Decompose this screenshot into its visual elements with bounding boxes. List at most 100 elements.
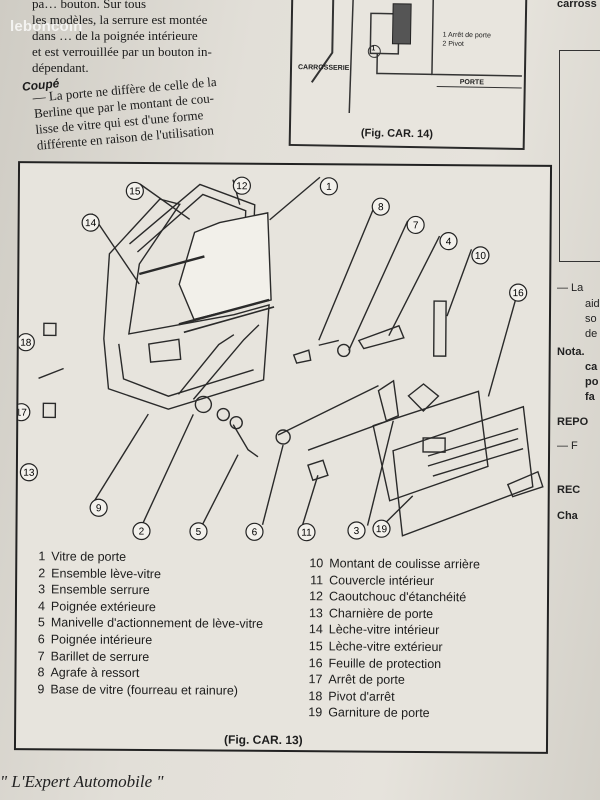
text-line: dans … de la poignée intérieure — [32, 28, 198, 43]
callout-16: 16 — [509, 283, 528, 302]
inner-cover — [307, 459, 329, 482]
fig14-callout: 1 — [371, 45, 376, 53]
callout-6: 6 — [245, 522, 264, 541]
watermark-logo: leboncoin — [10, 18, 83, 35]
fig14-label-door: PORTE — [459, 78, 484, 87]
callout-circle — [245, 522, 264, 541]
callout-number: 14 — [85, 218, 97, 229]
callout-number: 12 — [236, 181, 248, 192]
callout-15: 15 — [125, 181, 144, 201]
callout-9: 9 — [89, 498, 108, 517]
exterior-handle — [357, 324, 405, 350]
fig14-legend: 1 Arrêt de porte 2 Pivot — [442, 31, 491, 50]
callout-2: 2 — [132, 521, 151, 541]
callout-18: 18 — [17, 333, 35, 352]
text-fragment: de — [585, 328, 598, 340]
callout-number: 2 — [139, 526, 145, 537]
callout-circle — [232, 176, 251, 195]
lock-assembly — [377, 379, 400, 422]
callout-14: 14 — [81, 213, 100, 232]
callout-number: 15 — [129, 186, 141, 197]
text-fragment: — F — [557, 440, 578, 452]
callout-circle — [471, 246, 490, 265]
text-line: et est verrouillée par un bouton in- — [32, 44, 212, 59]
callout-number: 4 — [446, 237, 452, 248]
callout-circle — [406, 215, 425, 235]
text-fragment: fa — [585, 391, 595, 403]
text-fragment: carross — [557, 0, 597, 10]
text-fragment: REC — [557, 484, 581, 496]
callout-circle — [509, 283, 528, 302]
figure-car-14: CARROSSERIE PORTE 1 1 Arrêt de porte 2 P… — [288, 0, 528, 151]
text-fragment: po — [585, 376, 599, 388]
callout-3: 3 — [347, 521, 366, 540]
callout-1: 1 — [319, 177, 338, 196]
callout-number: 9 — [96, 503, 102, 514]
callout-circle — [132, 521, 151, 541]
text-fragment: aid — [585, 298, 600, 310]
cut-figure — [559, 50, 600, 262]
text-fragment: REPO — [557, 416, 589, 428]
callout-circle — [89, 498, 108, 517]
callout-19: 19 — [372, 519, 391, 538]
callout-number: 6 — [252, 527, 258, 538]
legend-item: 2 Pivot — [442, 40, 464, 48]
callout-12: 12 — [232, 176, 251, 195]
callout-10: 10 — [471, 246, 490, 265]
callout-8: 8 — [371, 197, 390, 216]
callout-number: 13 — [23, 468, 35, 479]
callout-11: 11 — [297, 523, 316, 542]
text-fragment: — La — [557, 282, 584, 294]
window-regulator — [177, 324, 260, 400]
fig14-caption: (Fig. CAR. 14) — [360, 127, 434, 141]
callout-number: 5 — [196, 527, 202, 538]
text-fragment: ca — [585, 361, 598, 373]
callout-number: 1 — [326, 182, 332, 193]
top-paragraph: pa… bouton. Sur tous les modèles, la ser… — [32, 0, 247, 76]
callout-number: 18 — [20, 338, 32, 349]
footer-publication: " L'Expert Automobile " — [0, 772, 164, 791]
crank-handle — [232, 424, 259, 458]
text-fragment: so — [585, 313, 597, 325]
text-line: dépendant. — [32, 60, 89, 75]
callout-number: 3 — [354, 526, 360, 537]
callout-circle — [19, 463, 38, 482]
callout-circle — [189, 522, 208, 541]
callout-number: 11 — [301, 528, 312, 539]
callout-circle — [17, 403, 31, 422]
callout-7: 7 — [406, 215, 425, 235]
callout-number: 8 — [378, 202, 384, 213]
text-line: les modèles, la serrure est montée — [32, 12, 208, 27]
callout-number: 7 — [413, 220, 419, 231]
callout-4: 4 — [439, 232, 458, 251]
fig14-label-body: CARROSSERIE — [297, 64, 350, 72]
callout-5: 5 — [189, 522, 208, 541]
callout-circle — [81, 213, 100, 232]
callout-circle — [297, 523, 316, 542]
text-fragment: Cha — [557, 510, 578, 522]
callout-17: 17 — [17, 403, 31, 422]
protection-sheet — [372, 390, 489, 502]
callout-13: 13 — [19, 463, 38, 482]
